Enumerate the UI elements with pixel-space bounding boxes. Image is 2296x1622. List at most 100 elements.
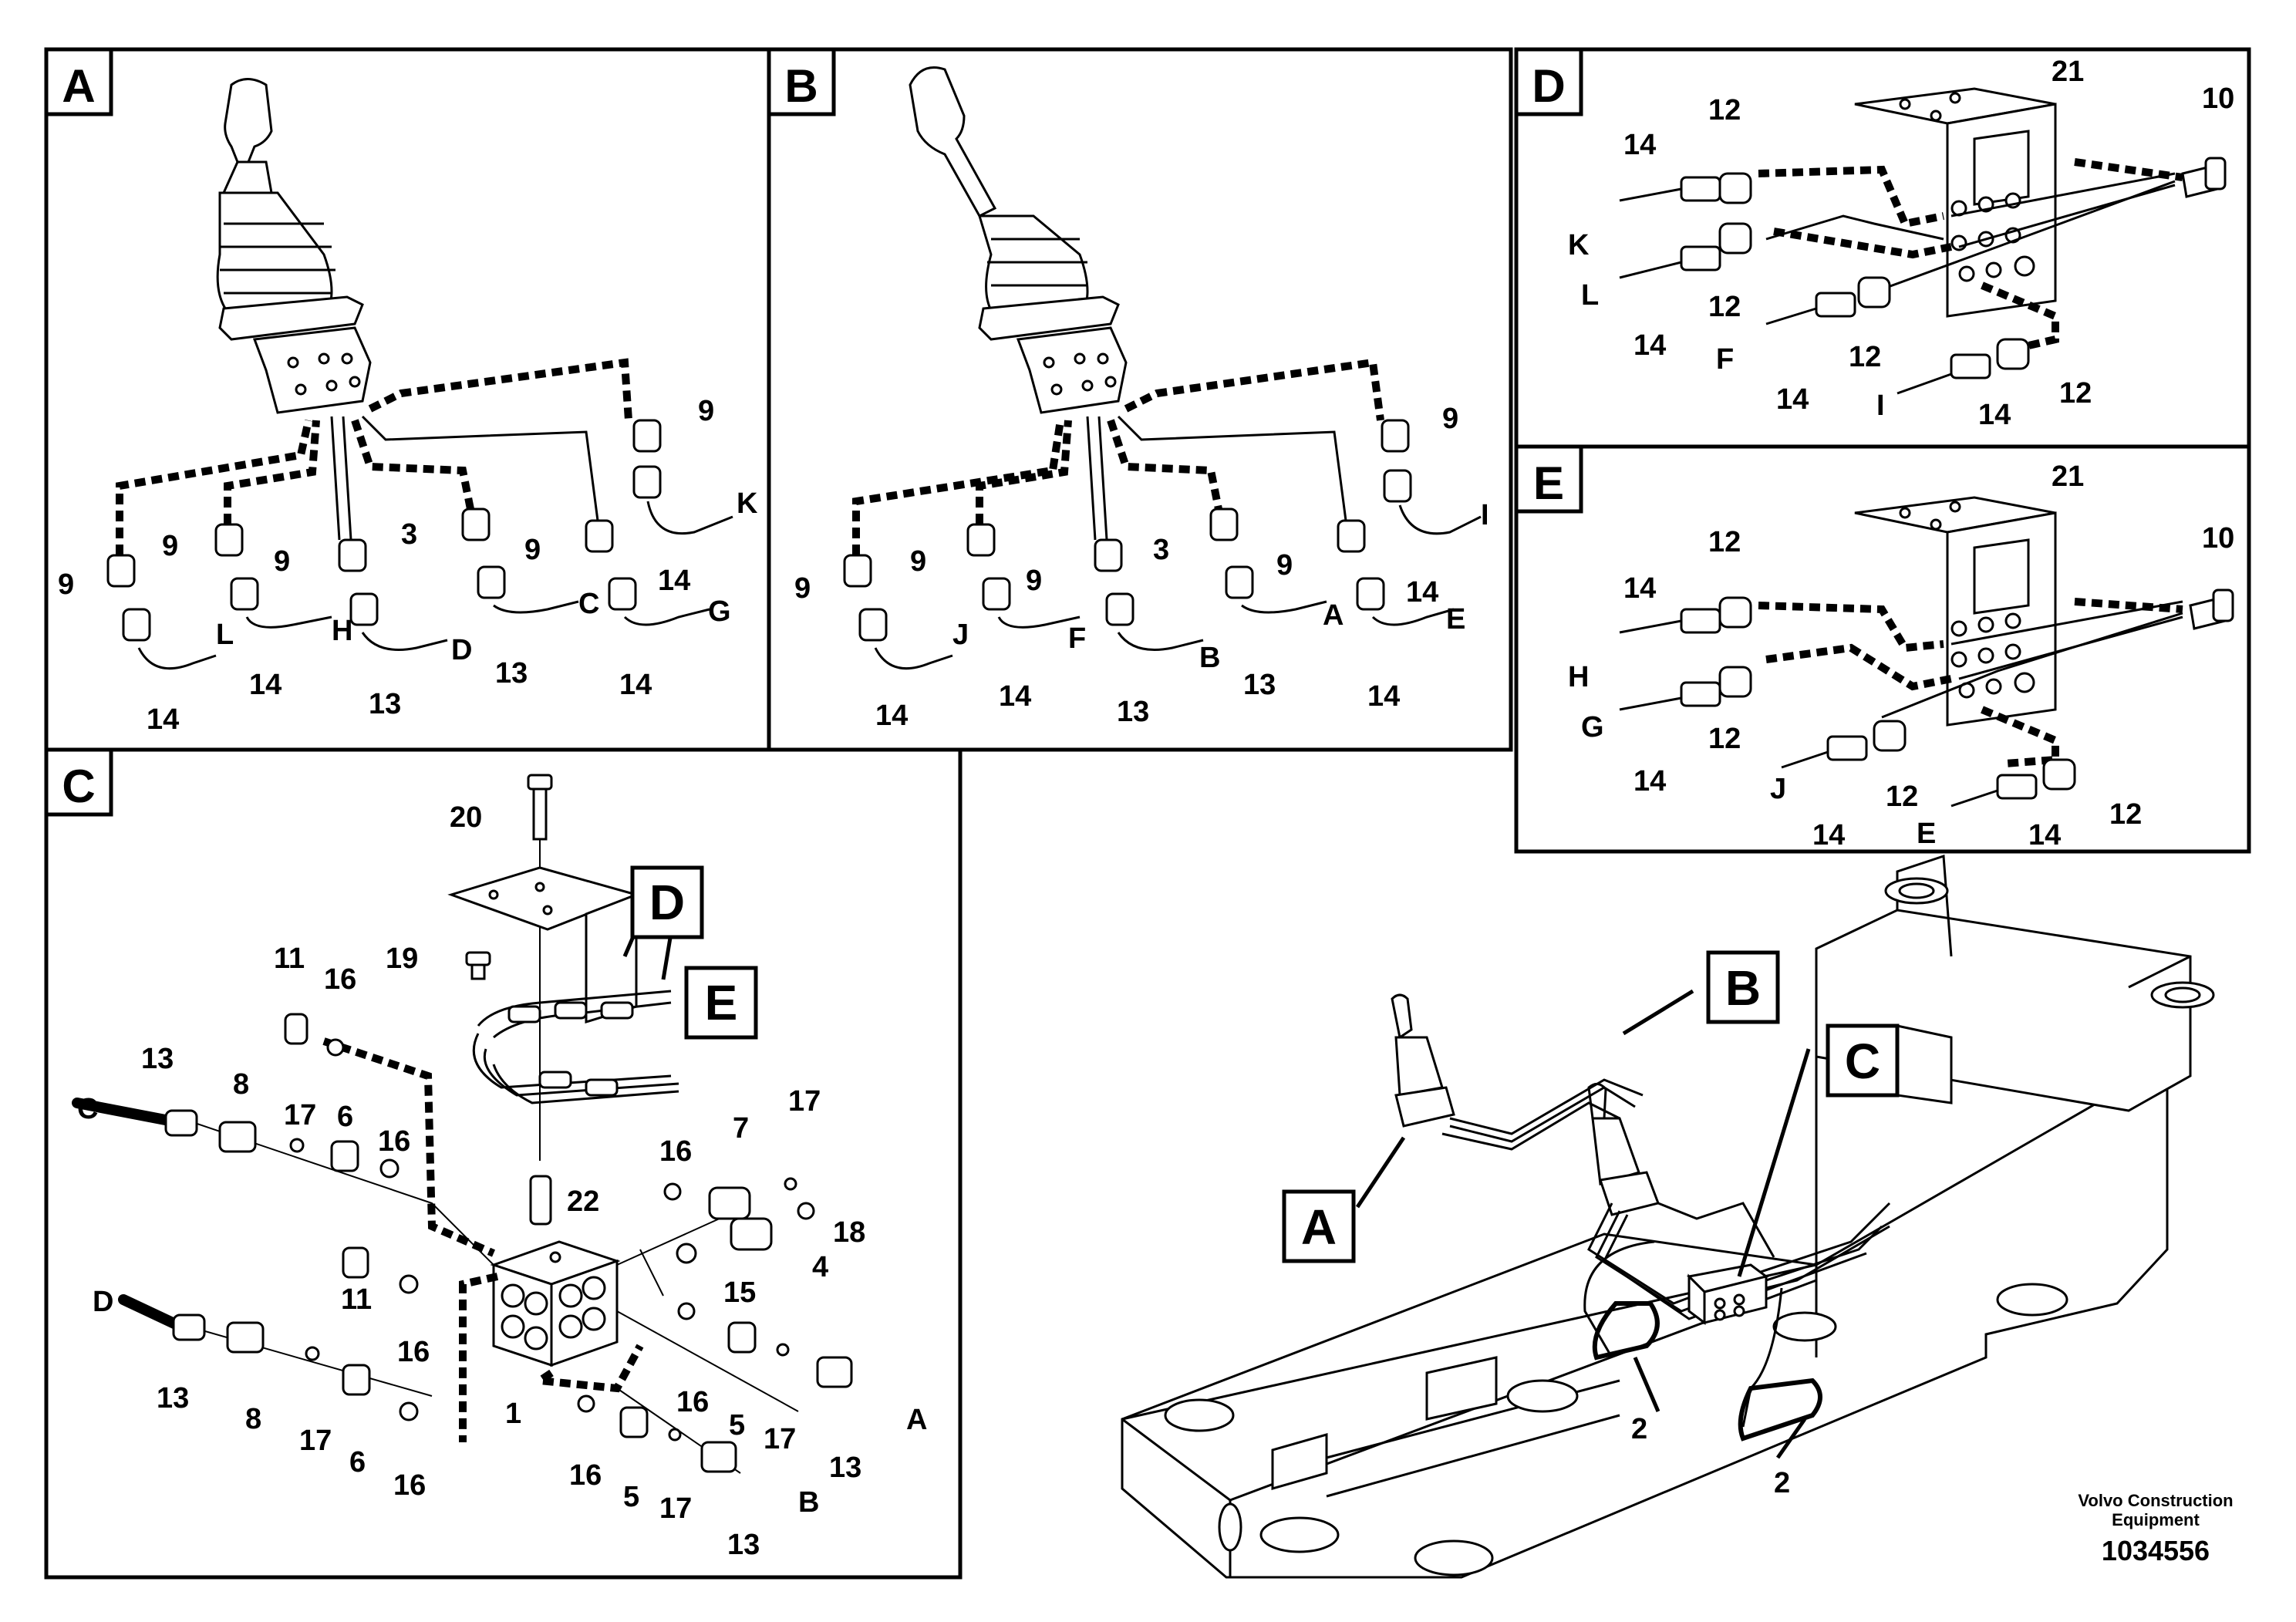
panel-tag-b: B: [767, 47, 836, 116]
svg-text:E: E: [1917, 818, 1936, 850]
svg-text:9: 9: [1276, 549, 1293, 582]
overview-frame: A B C 2 2: [1121, 854, 2215, 1579]
part-labels-e: 21 10 14 12 H G 12 14 J 12 14 E 12 14: [1568, 460, 2234, 851]
company-line-2: Equipment: [2112, 1510, 2200, 1529]
svg-text:12: 12: [2059, 377, 2092, 410]
svg-text:B: B: [1725, 960, 1761, 1016]
callout-e-box: E: [684, 966, 758, 1040]
svg-text:17: 17: [284, 1099, 316, 1131]
svg-text:1: 1: [505, 1398, 521, 1430]
svg-text:13: 13: [1117, 696, 1149, 728]
svg-text:14: 14: [1367, 680, 1400, 713]
svg-text:H: H: [1568, 661, 1589, 693]
svg-text:J: J: [952, 619, 969, 651]
spacer-22: [529, 1175, 552, 1226]
panel-c-valve-block: D E 20 19 11 16 13 C 8 17 6 16 22 16 7 1…: [72, 774, 927, 1561]
svg-text:F: F: [1716, 343, 1734, 376]
svg-text:14: 14: [1776, 383, 1809, 416]
svg-text:13: 13: [727, 1529, 760, 1561]
svg-text:16: 16: [397, 1336, 430, 1368]
part-labels-d: 21 10 14 12 K L 12 14 F 12 14 I 12 14: [1568, 56, 2234, 431]
svg-text:2: 2: [1631, 1413, 1647, 1445]
svg-text:9: 9: [910, 545, 926, 578]
svg-text:D: D: [93, 1286, 113, 1318]
svg-text:C: C: [578, 588, 599, 620]
hoses-d: [1758, 158, 2183, 355]
svg-text:17: 17: [659, 1492, 692, 1525]
svg-text:L: L: [216, 619, 234, 651]
drawing-number: 1034556: [2102, 1535, 2210, 1566]
svg-text:13: 13: [829, 1452, 861, 1484]
bolt-20: [527, 774, 553, 1161]
callout-d-box: D: [630, 865, 704, 939]
svg-text:18: 18: [833, 1216, 865, 1249]
svg-text:12: 12: [1886, 781, 1918, 813]
svg-text:5: 5: [729, 1409, 745, 1442]
svg-text:16: 16: [393, 1469, 426, 1502]
svg-text:I: I: [1876, 389, 1885, 422]
svg-text:16: 16: [324, 963, 356, 996]
svg-text:4: 4: [812, 1251, 828, 1283]
svg-text:L: L: [1581, 279, 1599, 312]
panel-frames: [44, 47, 2251, 1580]
joystick-small-b: [1587, 1083, 1660, 1216]
valve-block-1: [490, 1240, 621, 1367]
svg-text:9: 9: [1026, 565, 1042, 597]
svg-text:8: 8: [245, 1403, 261, 1435]
callout-b-overview[interactable]: B: [1706, 950, 1780, 1024]
svg-text:14: 14: [1978, 399, 2011, 431]
svg-text:K: K: [737, 487, 758, 520]
svg-text:9: 9: [274, 545, 290, 578]
svg-text:16: 16: [676, 1386, 709, 1418]
svg-text:F: F: [1068, 622, 1086, 655]
svg-text:C: C: [62, 760, 95, 812]
part-labels-a: 9 K 14 9 9 9 3 9 L H D C G 14 14 13 13 1…: [58, 395, 758, 736]
svg-text:A: A: [906, 1404, 927, 1436]
svg-text:17: 17: [299, 1425, 332, 1457]
svg-text:20: 20: [450, 801, 482, 834]
svg-text:10: 10: [2202, 522, 2234, 555]
fittings-e: [1619, 588, 2234, 808]
hydraulic-hoses-b: [852, 358, 1384, 555]
svg-text:E: E: [1446, 603, 1465, 636]
title-block: Volvo Construction Equipment 1034556: [2078, 1491, 2233, 1566]
svg-text:14: 14: [1623, 129, 1656, 161]
svg-text:13: 13: [141, 1043, 174, 1075]
svg-text:14: 14: [1623, 572, 1656, 605]
part-labels-b: 9 I 14 9 9 9 3 9 J F B A E 14 14 13 13 1…: [794, 403, 1489, 732]
svg-text:22: 22: [567, 1185, 599, 1218]
callout-c-overview[interactable]: C: [1826, 1023, 1900, 1098]
svg-text:14: 14: [658, 565, 690, 597]
svg-text:15: 15: [723, 1276, 756, 1309]
svg-text:B: B: [798, 1486, 819, 1519]
panel-d-bracket: 21 10 14 12 K L 12 14 F 12 14 I 12 14: [1568, 56, 2234, 431]
panel-e-bracket: 21 10 14 12 H G 12 14 J 12 14 E 12 14: [1568, 460, 2234, 851]
joystick-small-a: [1391, 993, 1455, 1128]
svg-text:B: B: [784, 60, 818, 112]
svg-text:11: 11: [341, 1283, 372, 1316]
svg-text:D: D: [1532, 60, 1565, 112]
svg-text:17: 17: [764, 1423, 796, 1455]
svg-text:14: 14: [1633, 329, 1666, 362]
hydraulic-hoses-a: [116, 358, 632, 555]
svg-text:12: 12: [1708, 94, 1741, 126]
hoses-e: [1758, 598, 2183, 767]
svg-text:5: 5: [623, 1481, 639, 1513]
svg-text:9: 9: [162, 530, 178, 562]
part-labels-overview: 2 2: [1631, 1413, 1790, 1499]
svg-text:G: G: [708, 595, 731, 628]
fittings-c: [72, 1013, 853, 1473]
callout-a-overview[interactable]: A: [1282, 1189, 1356, 1263]
panel-tag-c: C: [44, 747, 113, 817]
svg-text:6: 6: [337, 1101, 353, 1133]
svg-text:D: D: [649, 875, 685, 930]
valve-block-overview: [1686, 1263, 1769, 1325]
svg-text:H: H: [332, 615, 352, 647]
bracket-21-d: [1854, 87, 2057, 318]
svg-text:E: E: [1533, 457, 1564, 509]
svg-text:14: 14: [1406, 576, 1438, 609]
chassis-outline: [1121, 854, 2192, 1579]
svg-text:6: 6: [349, 1446, 366, 1479]
svg-text:14: 14: [619, 669, 652, 701]
